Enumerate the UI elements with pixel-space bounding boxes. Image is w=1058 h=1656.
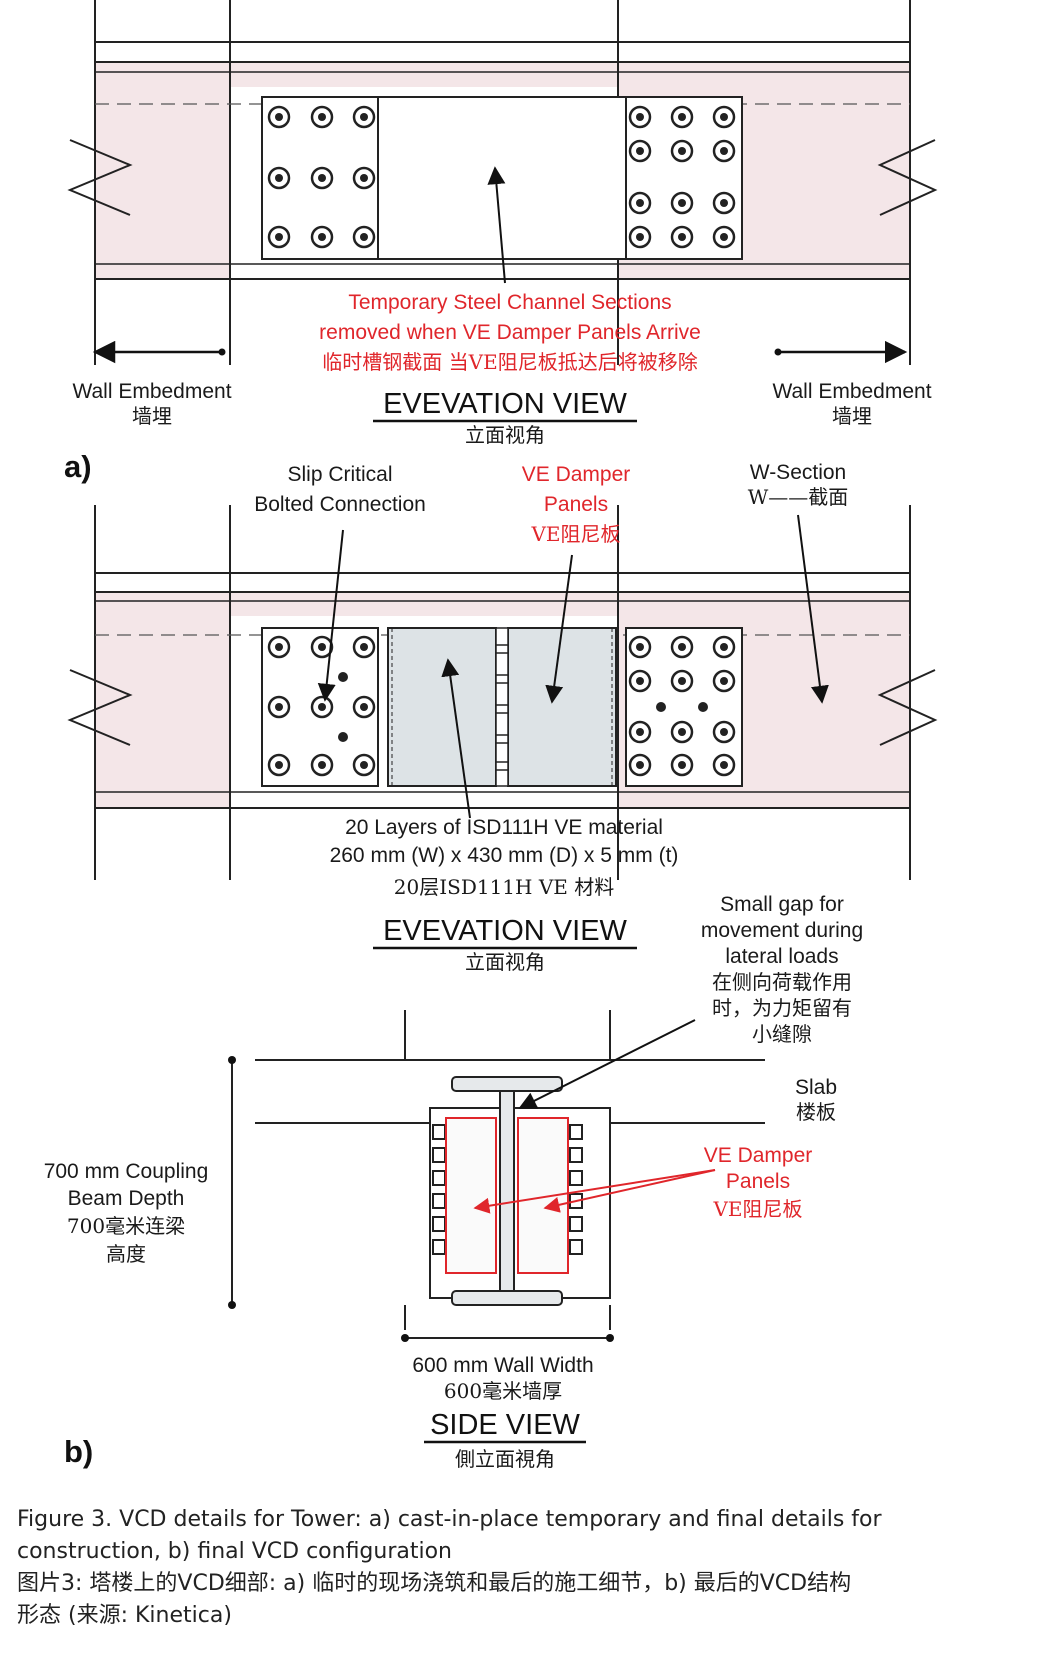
slip-critical-arrow bbox=[317, 529, 344, 702]
slab-label-zh: 楼板 bbox=[796, 1100, 836, 1124]
depth-label-1: 700 mm Coupling bbox=[44, 1160, 209, 1183]
view-title-side-zh: 側立面視角 bbox=[455, 1447, 555, 1471]
figure-caption-en: Figure 3. VCD details for Tower: a) cast… bbox=[17, 1504, 1037, 1568]
vcd-detail-figure: Temporary Steel Channel Sections removed… bbox=[44, 0, 938, 1471]
panel-b-elevation: Slip Critical Bolted Connection VE Dampe… bbox=[67, 461, 938, 974]
wall-embedment-left-label-zh: 墙埋 bbox=[132, 404, 172, 428]
side-bolts-right bbox=[569, 1124, 583, 1255]
caption-en-line2: construction, b) final VCD configuration bbox=[17, 1539, 453, 1564]
wall-embedment-left-label: Wall Embedment bbox=[72, 380, 231, 403]
gap-label-3: lateral loads bbox=[725, 945, 838, 968]
caption-zh-line1: 图片3: 塔楼上的VCD细部: a) 临时的现场浇筑和最后的施工细节，b) 最后… bbox=[17, 1571, 852, 1596]
gap-label-2: movement during bbox=[701, 919, 863, 942]
gap-label-4: 在侧向荷载作用 bbox=[712, 970, 852, 994]
w-section-bottom-flange bbox=[451, 1290, 563, 1306]
figure-caption-zh: 图片3: 塔楼上的VCD细部: a) 临时的现场浇筑和最后的施工细节，b) 最后… bbox=[17, 1568, 1037, 1632]
ve-damper-arrow bbox=[545, 554, 573, 704]
temporary-channel bbox=[261, 96, 743, 260]
side-damper-label-3: VE阻尼板 bbox=[712, 1197, 802, 1221]
view-title-b: EVEVATION VIEW bbox=[383, 915, 627, 947]
caption-zh-line2: 形态 (来源: Kinetica) bbox=[17, 1603, 232, 1628]
panel-a-elevation: Temporary Steel Channel Sections removed… bbox=[64, 0, 938, 484]
panel-tag-a: a) bbox=[64, 449, 92, 484]
ve-damper-label-2: Panels bbox=[544, 493, 608, 516]
side-damper-label-1: VE Damper bbox=[704, 1144, 813, 1167]
break-line-right bbox=[877, 139, 938, 216]
slip-critical-label-1: Slip Critical bbox=[287, 463, 392, 486]
bolt-group-left-a bbox=[267, 105, 376, 249]
gap-label-5: 时，为力矩留有 bbox=[712, 996, 852, 1020]
gap-leader-arrow bbox=[518, 1019, 696, 1109]
channel-note-line1: Temporary Steel Channel Sections bbox=[348, 291, 671, 314]
ve-layers-arrow bbox=[441, 658, 471, 819]
depth-label-3: 700毫米连梁 bbox=[67, 1214, 185, 1238]
wall-embedment-right-label: Wall Embedment bbox=[772, 380, 931, 403]
ve-damper-label-3: VE阻尼板 bbox=[530, 522, 620, 546]
ve-layers-label-3: 20层ISD111H VE 材料 bbox=[394, 875, 614, 899]
side-ve-panel-left bbox=[445, 1117, 497, 1274]
slip-critical-label-2: Bolted Connection bbox=[254, 493, 426, 516]
depth-label-2: Beam Depth bbox=[68, 1187, 185, 1210]
gap-label-1: Small gap for bbox=[720, 893, 844, 916]
gap-label-6: 小缝隙 bbox=[752, 1022, 812, 1046]
caption-en-line1: Figure 3. VCD details for Tower: a) cast… bbox=[17, 1507, 882, 1532]
panel-b-side-view: Small gap for movement during lateral lo… bbox=[44, 893, 863, 1471]
width-label-zh: 600毫米墙厚 bbox=[444, 1379, 562, 1403]
view-title-b-zh: 立面视角 bbox=[465, 950, 545, 974]
view-title-side: SIDE VIEW bbox=[430, 1409, 580, 1441]
ve-layers-label-1: 20 Layers of ISD111H VE material bbox=[345, 816, 663, 839]
wall-embedment-right-label-zh: 墙埋 bbox=[832, 404, 872, 428]
side-bolts-left bbox=[432, 1124, 446, 1255]
ve-damper-panel-right bbox=[507, 627, 617, 787]
w-section-label: W-Section bbox=[750, 461, 846, 484]
channel-leader-arrow bbox=[487, 166, 506, 284]
side-damper-label-2: Panels bbox=[726, 1170, 790, 1193]
w-section-web bbox=[499, 1090, 515, 1292]
channel-note-line3: 临时槽钢截面 当VE阻尼板抵达后将被移除 bbox=[322, 350, 697, 374]
w-section-arrow bbox=[797, 514, 829, 704]
side-ve-panel-right bbox=[517, 1117, 569, 1274]
slab-label: Slab bbox=[795, 1076, 837, 1099]
panel-tag-b: b) bbox=[64, 1434, 93, 1469]
ve-damper-panel-left bbox=[387, 627, 497, 787]
channel-note-line2: removed when VE Damper Panels Arrive bbox=[319, 321, 701, 344]
width-label: 600 mm Wall Width bbox=[412, 1354, 593, 1377]
break-line-left bbox=[67, 139, 133, 216]
ve-layers-label-2: 260 mm (W) x 430 mm (D) x 5 mm (t) bbox=[330, 844, 679, 867]
w-section-top-flange bbox=[451, 1076, 563, 1092]
depth-label-4: 高度 bbox=[106, 1242, 146, 1266]
w-section-label-zh: W——截面 bbox=[748, 485, 849, 509]
ve-damper-label-1: VE Damper bbox=[522, 463, 631, 486]
view-title-a-zh: 立面视角 bbox=[465, 423, 545, 447]
view-title-a: EVEVATION VIEW bbox=[383, 388, 627, 420]
